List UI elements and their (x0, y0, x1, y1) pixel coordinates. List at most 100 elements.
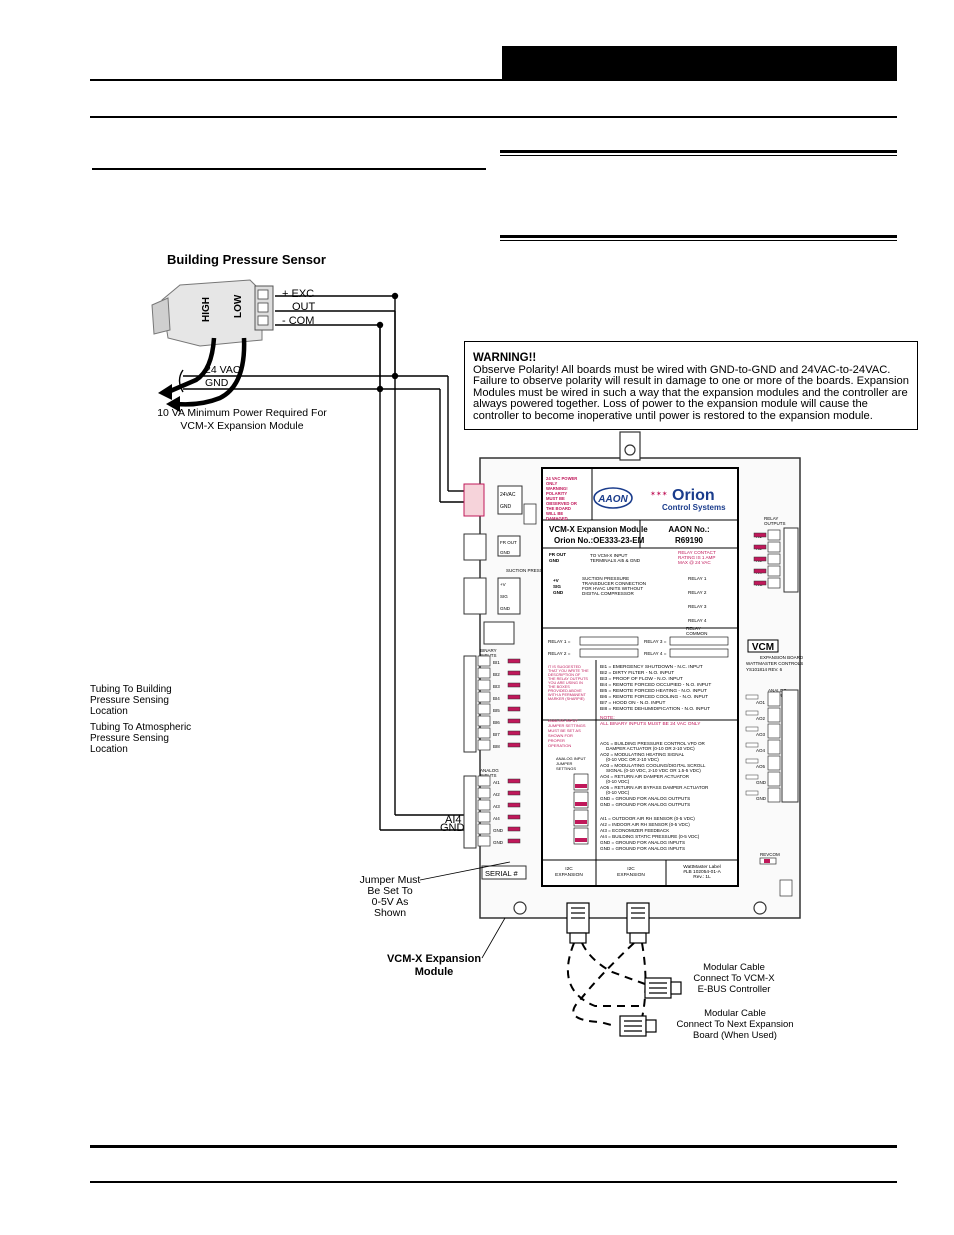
terminal-screw (477, 739, 491, 751)
svg-text:THE BOARD: THE BOARD (546, 506, 571, 511)
svg-text:+V: +V (500, 582, 506, 587)
analog-inputs-list: AI1 = OUTDOOR AIR RH SENSOR (0-5 VDC) AI… (600, 816, 700, 851)
svg-text:RELAY 3 =: RELAY 3 = (644, 639, 667, 644)
led-indicator (507, 718, 521, 724)
svg-text:NOTE:: NOTE: (600, 715, 615, 721)
board-small-warning: 24 VAC POWER ONLY WARNING! POLARITY MUST… (546, 476, 577, 521)
expansion-board (479, 431, 801, 919)
led-indicator (507, 802, 521, 808)
svg-text:BI1 = EMERGENCY SHUTDOWN - N.C: BI1 = EMERGENCY SHUTDOWN - N.C. INPUT (600, 664, 703, 670)
pressure-sensor-body (151, 279, 274, 347)
svg-text:RELAY 4: RELAY 4 (688, 618, 707, 623)
svg-text:GND = GROUND FOR ANALOG INPUTS: GND = GROUND FOR ANALOG INPUTS (600, 846, 685, 851)
footer-rule-thin (90, 1181, 897, 1183)
terminal-screw (477, 655, 491, 667)
svg-text:YOU ARE USING IN: YOU ARE USING IN (548, 681, 583, 685)
terminal-label: AO5 (756, 764, 766, 769)
svg-text:OPERATION: OPERATION (548, 743, 571, 748)
terminal-screw (767, 707, 781, 723)
svg-text:SETTINGS: SETTINGS (556, 766, 576, 771)
svg-text:PROVIDED ABOVE: PROVIDED ABOVE (548, 689, 582, 693)
power-gnd-label: GND (205, 377, 229, 389)
led-indicator (753, 544, 767, 550)
svg-text:INPUTS: INPUTS (480, 773, 497, 778)
led-indicator (507, 826, 521, 832)
junction-dot (391, 292, 399, 300)
svg-text:Shown: Shown (374, 907, 406, 919)
analog-outputs-list: AO1 = BUILDING PRESSURE CONTROL VFD OR D… (600, 741, 709, 807)
svg-text:TERMINALS AI5 & GND: TERMINALS AI5 & GND (590, 558, 641, 563)
svg-text:BI4 = REMOTE FORCED OCCUPIED -: BI4 = REMOTE FORCED OCCUPIED - N.O. INPU… (600, 682, 711, 688)
power-24vac-label: 24 VAC (205, 364, 241, 376)
board-model: VCM-X Expansion Module (549, 525, 648, 534)
svg-text:24 VAC POWER: 24 VAC POWER (546, 476, 577, 481)
svg-text:REVCOM: REVCOM (760, 852, 780, 857)
svg-text:EXPANSION BOARD: EXPANSION BOARD (760, 655, 804, 660)
svg-text:SHOWN FOR: SHOWN FOR (548, 733, 573, 738)
svg-text:RELAY 1 =: RELAY 1 = (548, 639, 571, 644)
warning-body: Observe Polarity! All boards must be wir… (473, 363, 909, 422)
led-indicator (745, 790, 759, 796)
svg-text:MARKER (SHARPIE): MARKER (SHARPIE) (548, 697, 585, 701)
terminal-screw (767, 553, 781, 565)
svg-text:WARNING!: WARNING! (546, 486, 568, 491)
svg-text:GND: GND (553, 590, 564, 595)
board-aaon-no-label: AAON No.: (668, 525, 709, 534)
terminal-relay: RELAY OUTPUTS (764, 516, 799, 593)
svg-text:GND: GND (500, 550, 511, 555)
terminal-screw (767, 723, 781, 739)
svg-text:Connect To VCM-X: Connect To VCM-X (693, 973, 775, 984)
svg-text:ANALOG: ANALOG (480, 768, 499, 773)
svg-text:ANALOG INPUT: ANALOG INPUT (556, 756, 586, 761)
svg-text:0-5V As: 0-5V As (372, 896, 409, 908)
polarity-warning-box: WARNING!! Observe Polarity! All boards m… (464, 341, 918, 430)
svg-text:(0-10 VDC OR 2-10 VDC): (0-10 VDC OR 2-10 VDC) (606, 757, 659, 762)
relay-rating: RELAY CONTACT RATING IS 1 AMP MAX @ 24 V… (678, 550, 716, 565)
svg-text:ANALOG: ANALOG (768, 688, 787, 693)
junction-dot (376, 321, 384, 329)
i2c-labels: I2C EXPANSION I2C EXPANSION WattMaster L… (555, 864, 721, 880)
led-indicator (745, 774, 759, 780)
svg-text:MAX @ 24 VAC: MAX @ 24 VAC (678, 560, 711, 565)
svg-text:AO1 = BUILDING PRESSURE CONTRO: AO1 = BUILDING PRESSURE CONTROL VFD OR (600, 741, 706, 746)
terminal-label: GND (493, 828, 504, 833)
terminal-screw (477, 787, 491, 799)
svg-text:WILL BE: WILL BE (546, 511, 563, 516)
svg-text:RELAY: RELAY (764, 516, 778, 521)
power-wiring (178, 295, 475, 831)
svg-text:BI6 = REMOTE FORCED COOLING -: BI6 = REMOTE FORCED COOLING - N.O. INPUT (600, 694, 708, 700)
terminal-label: BI2 (493, 672, 500, 677)
led-indicator (507, 814, 521, 820)
svg-text:MUST BE SET AS: MUST BE SET AS (548, 728, 581, 733)
terminal-screw (477, 835, 491, 847)
board-aaon-no: R69190 (675, 536, 704, 545)
header-black-bar (502, 46, 897, 80)
sensor-high-port: HIGH (201, 297, 212, 322)
svg-text:IT IS SUGGESTED: IT IS SUGGESTED (548, 665, 581, 669)
terminal-screw (767, 755, 781, 771)
svg-text:RELAY CONTACT: RELAY CONTACT (678, 550, 716, 555)
warning-title: WARNING!! (473, 352, 537, 364)
cable1-callout: Modular Cable Connect To VCM-X E-BUS Con… (693, 962, 775, 995)
jumper-note: ANALOG INPUT JUMPER SETTINGS MUST BE SET… (548, 718, 586, 748)
svg-text:MUST BE: MUST BE (546, 496, 565, 501)
footer-rule-thick (90, 1145, 897, 1148)
svg-text:Module: Module (415, 966, 454, 978)
terminal-analog-in: ANALOG INPUTS (463, 768, 499, 849)
terminal-label: BI4 (493, 696, 500, 701)
svg-text:AI1 = OUTDOOR AIR RH SENSOR (0: AI1 = OUTDOOR AIR RH SENSOR (0-5 VDC) (600, 816, 695, 821)
terminal-label: AO4 (756, 748, 766, 753)
terminal-24vac: 24VAC GND (463, 483, 537, 525)
svg-text:PROPER: PROPER (548, 738, 565, 743)
svg-text:Connect To Next Expansion: Connect To Next Expansion (676, 1019, 793, 1030)
led-indicator (745, 758, 759, 764)
jumper-leader (419, 861, 511, 881)
svg-text:WITH A PERMANENT: WITH A PERMANENT (548, 693, 586, 697)
led-indicator (507, 658, 521, 664)
svg-text:DAMAGED: DAMAGED (546, 516, 568, 521)
terminal-label: AO3 (756, 732, 766, 737)
led-indicator (753, 580, 767, 586)
terminal-screw (477, 691, 491, 703)
svg-text:(0-10 VDC): (0-10 VDC) (606, 790, 630, 795)
